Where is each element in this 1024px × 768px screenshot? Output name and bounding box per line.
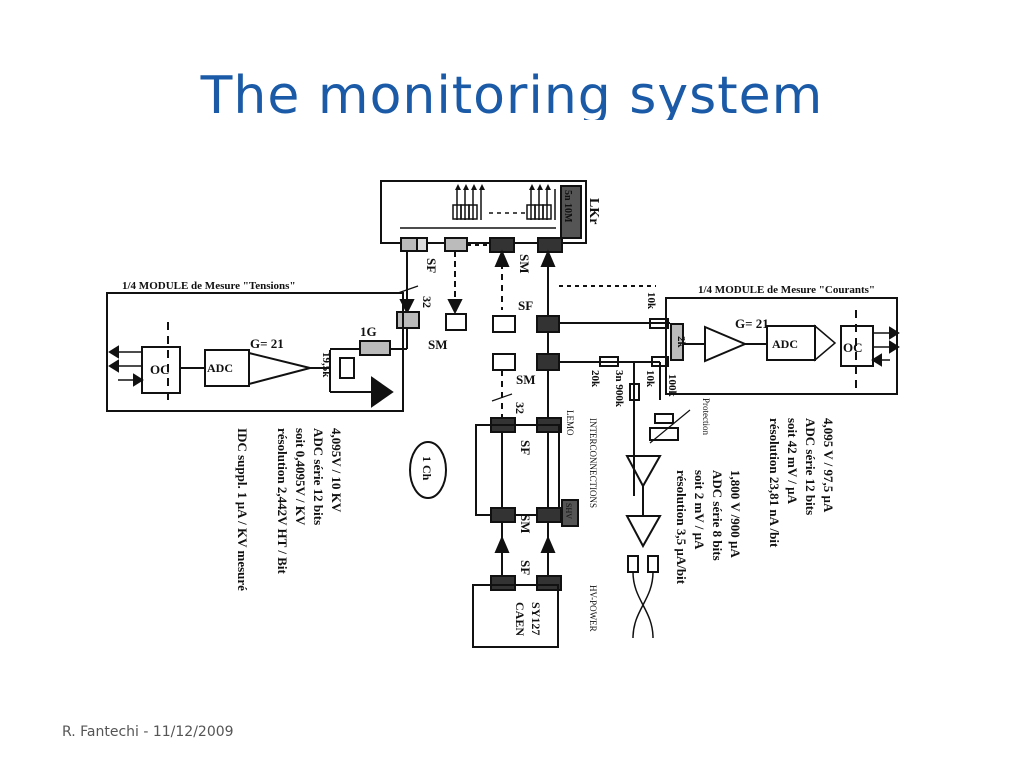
r100k-label: 100k: [666, 374, 678, 398]
volt-spec-2: ADC série 12 bits: [311, 428, 326, 525]
slide-footer: R. Fantechi - 11/12/2009: [62, 724, 234, 740]
hv-power-label: HV-POWER: [588, 585, 598, 632]
adc8-spec-1: 1,800 V /900 µA: [728, 470, 743, 559]
lkr-box: [380, 180, 587, 244]
adc-left-label: ADC: [207, 361, 233, 375]
sy127-label: SY127: [529, 602, 543, 635]
sm-top-label: SM: [517, 254, 532, 274]
n32-left-label: 32: [420, 296, 434, 308]
lemo-label: LEMO: [565, 410, 575, 436]
module-courants-label: 1/4 MODULE de Mesure "Courants": [698, 284, 875, 296]
sf-lemo-label: SF: [518, 440, 533, 455]
r2k-label: 2k: [675, 336, 687, 349]
cur-spec-1: 4,095 V / 97,5 µA: [821, 418, 836, 513]
r3n900k-label: 3n 900k: [613, 370, 625, 408]
sm-lower-label: SM: [518, 514, 533, 534]
g1-label: 1G: [360, 324, 377, 339]
adc8-spec-3: soit 2 mV / µA: [692, 470, 707, 550]
sm-mid-label: SM: [516, 372, 536, 387]
volt-specs: 4,095V / 10 KV ADC série 12 bits soit 0,…: [275, 428, 344, 574]
adc8-specs: 1,800 V /900 µA ADC série 8 bits soit 2 …: [674, 470, 743, 585]
adc8-spec-2: ADC série 8 bits: [710, 470, 725, 561]
shv-label: SHV: [564, 503, 573, 519]
slide-title: The monitoring system: [200, 66, 824, 120]
volt-spec-4: résolution 2,442V HT / Bit: [275, 428, 290, 574]
oc-left-label: OC: [150, 362, 170, 377]
r10k-bottom-label: 10k: [644, 370, 656, 388]
one-ch-label: 1 Ch: [420, 456, 434, 481]
oc-right-label: OC: [843, 340, 863, 355]
adc-right-label: ADC: [772, 337, 798, 351]
sm-left-label: SM: [428, 337, 448, 352]
r10k-top-label: 10k: [645, 292, 657, 310]
interconnections-label: INTERCONNECTIONS: [588, 418, 598, 508]
r20k-label: 20k: [589, 370, 601, 388]
lkr-label: LKr: [586, 198, 601, 224]
adc8-spec-4: résolution 3,5 µA/bit: [674, 470, 689, 585]
cur-spec-3: soit 42 mV / µA: [785, 418, 800, 505]
cur-specs: 4,095 V / 97,5 µA ADC série 12 bits soit…: [767, 418, 836, 548]
caen-label: CAEN: [513, 602, 527, 636]
cur-spec-4: résolution 23,81 nA /bit: [767, 418, 782, 548]
protection-label: Protection: [701, 398, 711, 435]
sf-center-label: SF: [518, 298, 533, 313]
r195k-label: 19,5k: [320, 352, 332, 378]
cur-spec-2: ADC série 12 bits: [803, 418, 818, 515]
sf-left-label: SF: [424, 258, 439, 273]
volt-spec-3: soit 0,4095V / KV: [293, 428, 308, 526]
box-5n10m-label: 5n 10M: [562, 190, 573, 223]
volt-spec-1: 4,095V / 10 KV: [329, 428, 344, 513]
n32-center-label: 32: [513, 402, 527, 414]
idc-note: IDC suppl. 1 µA / KV mesuré: [235, 428, 250, 591]
g21-left-label: G= 21: [250, 336, 284, 351]
sf-lower-label: SF: [518, 560, 533, 575]
module-tensions-label: 1/4 MODULE de Mesure "Tensions": [122, 280, 296, 292]
g21-right-label: G= 21: [735, 316, 769, 331]
